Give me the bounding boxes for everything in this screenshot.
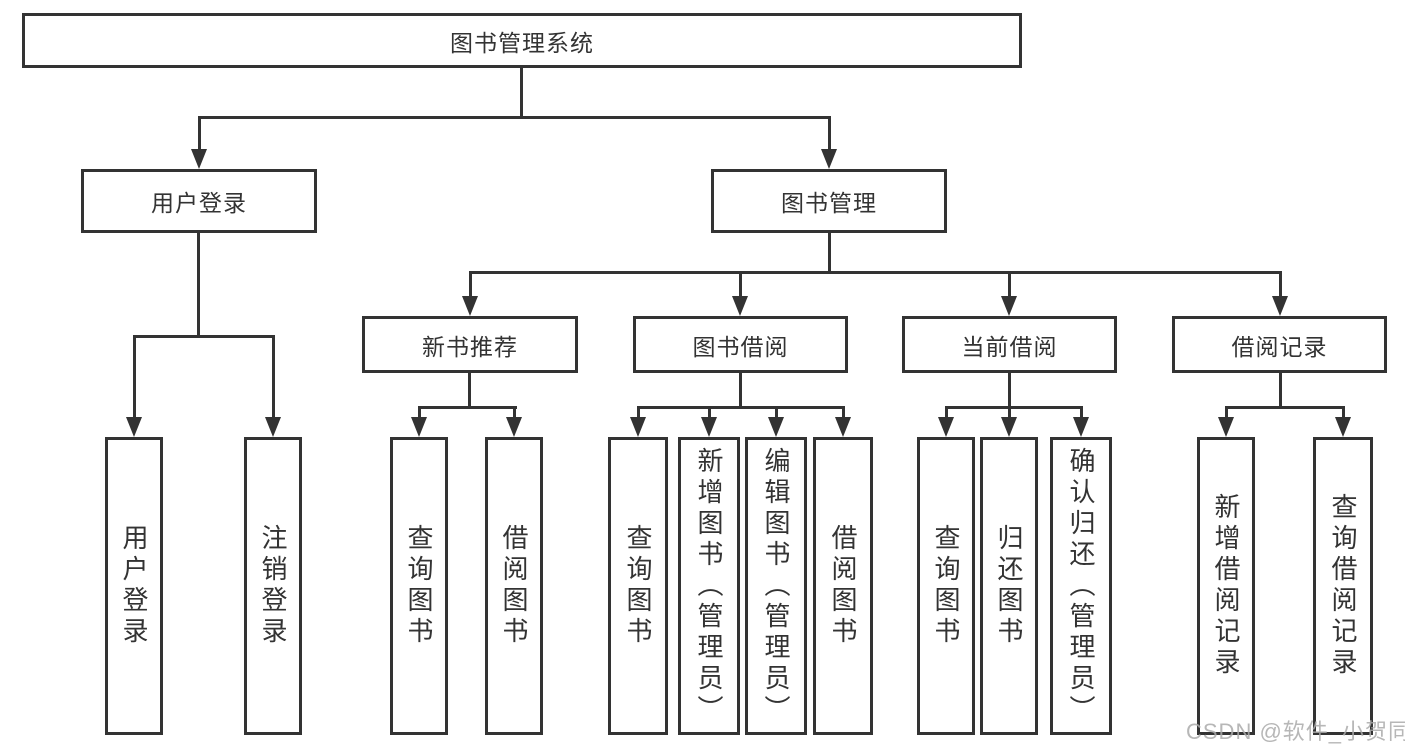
leaf-newbooks-borrow: 借阅图书 (485, 437, 543, 735)
leaf-logout: 注销登录 (244, 437, 302, 735)
node-book-borrow-label: 图书借阅 (692, 333, 789, 360)
node-user-login-label: 用户登录 (151, 190, 247, 216)
connector-new-books-drop (469, 271, 472, 299)
node-new-books-label: 新书推荐 (422, 333, 518, 360)
arrow-down-borrow-records (1272, 296, 1288, 316)
arrow-down-book-mgmt (821, 149, 837, 169)
node-book-borrow: 图书借阅 (633, 316, 848, 373)
connector-book-borrow-fan (637, 406, 844, 409)
connector-book-borrow-drop (739, 271, 742, 299)
leaf-add-record: 新增借阅记录 (1197, 437, 1255, 735)
connector-newbooks-borrow-drop (513, 406, 516, 422)
arrow-down-add-record (1218, 417, 1234, 437)
connector-root-stem (520, 68, 523, 119)
leaf-borrow-edit-book: 编辑图书（管理员） (745, 437, 807, 735)
leaf-query-record: 查询借阅记录 (1313, 437, 1373, 735)
leaf-user-login-label: 用户登录 (119, 524, 149, 648)
connector-user-login-stem (197, 233, 200, 338)
node-book-mgmt-label: 图书管理 (781, 190, 877, 216)
connector-current-borrow-fan (945, 406, 1082, 409)
arrow-down-confirm-return (1073, 417, 1089, 437)
arrow-down-borrow-edit (768, 417, 784, 437)
connector-borrow-borrow-drop (842, 406, 845, 422)
connector-borrow-edit-drop (775, 406, 778, 422)
leaf-newbooks-query: 查询图书 (390, 437, 448, 735)
connector-level2-bus (198, 116, 831, 119)
arrow-down-borrow-borrow (835, 417, 851, 437)
leaf-confirm-return: 确认归还（管理员） (1050, 437, 1112, 735)
arrow-down-borrow-query (630, 417, 646, 437)
leaf-borrow-edit-book-label: 编辑图书（管理员） (761, 446, 791, 726)
leaf-borrow-query: 查询图书 (608, 437, 668, 735)
csdn-watermark: CSDN @软件_小贺同学 (1186, 719, 1405, 744)
arrow-down-current-query (938, 417, 954, 437)
arrow-down-newbooks-borrow (506, 417, 522, 437)
connector-current-query-drop (945, 406, 948, 422)
arrow-down-borrow-add (701, 417, 717, 437)
leaf-logout-label: 注销登录 (258, 524, 288, 648)
leaf-newbooks-query-label: 查询图书 (404, 524, 434, 648)
leaf-user-login: 用户登录 (105, 437, 163, 735)
connector-borrow-query-drop (637, 406, 640, 422)
connector-newbooks-query-drop (418, 406, 421, 422)
node-user-login: 用户登录 (81, 169, 317, 233)
node-root: 图书管理系统 (22, 13, 1022, 68)
connector-level3-bus (469, 271, 1282, 274)
connector-book-mgmt-drop (828, 116, 831, 152)
connector-new-books-fan (418, 406, 517, 409)
connector-book-mgmt-stem (828, 233, 831, 274)
arrow-down-book-borrow (732, 296, 748, 316)
node-current-borrow-label: 当前借阅 (961, 333, 1058, 360)
connector-leaf-user-login-drop (133, 335, 136, 421)
leaf-query-record-label: 查询借阅记录 (1328, 493, 1358, 679)
connector-query-record-drop (1342, 406, 1345, 422)
arrow-down-leaf-logout (265, 417, 281, 437)
connector-user-login-drop (198, 116, 201, 152)
arrow-down-query-record (1335, 417, 1351, 437)
leaf-add-record-label: 新增借阅记录 (1211, 493, 1241, 679)
arrow-down-user-login (191, 149, 207, 169)
leaf-newbooks-borrow-label: 借阅图书 (499, 524, 529, 648)
connector-book-borrow-stem (739, 373, 742, 409)
arrow-down-current-borrow (1001, 296, 1017, 316)
leaf-borrow-add-book-label: 新增图书（管理员） (694, 446, 724, 726)
node-borrow-records: 借阅记录 (1172, 316, 1387, 373)
leaf-current-query-label: 查询图书 (931, 524, 961, 648)
connector-leaf-logout-drop (272, 335, 275, 421)
leaf-return-book-label: 归还图书 (994, 524, 1024, 648)
leaf-borrow-borrow-book-label: 借阅图书 (828, 524, 858, 648)
connector-current-borrow-drop (1008, 271, 1011, 299)
node-borrow-records-label: 借阅记录 (1231, 333, 1328, 360)
connector-borrow-records-stem (1279, 373, 1282, 409)
connector-current-borrow-stem (1008, 373, 1011, 409)
leaf-return-book: 归还图书 (980, 437, 1038, 735)
node-current-borrow: 当前借阅 (902, 316, 1117, 373)
leaf-current-query: 查询图书 (917, 437, 975, 735)
connector-user-login-fan (133, 335, 275, 338)
leaf-confirm-return-label: 确认归还（管理员） (1066, 446, 1096, 726)
arrow-down-new-books (462, 296, 478, 316)
leaf-borrow-query-label: 查询图书 (623, 524, 653, 648)
connector-borrow-records-drop (1279, 271, 1282, 299)
arrow-down-return-book (1001, 417, 1017, 437)
node-book-mgmt: 图书管理 (711, 169, 947, 233)
connector-borrow-records-fan (1225, 406, 1344, 409)
leaf-borrow-borrow-book: 借阅图书 (813, 437, 873, 735)
arrow-down-newbooks-query (411, 417, 427, 437)
node-root-label: 图书管理系统 (450, 29, 594, 56)
connector-confirm-return-drop (1080, 406, 1083, 422)
node-new-books: 新书推荐 (362, 316, 578, 373)
connector-borrow-add-drop (708, 406, 711, 422)
arrow-down-leaf-user-login (126, 417, 142, 437)
leaf-borrow-add-book: 新增图书（管理员） (678, 437, 740, 735)
connector-return-book-drop (1008, 406, 1011, 422)
connector-add-record-drop (1225, 406, 1228, 422)
connector-new-books-stem (468, 373, 471, 409)
